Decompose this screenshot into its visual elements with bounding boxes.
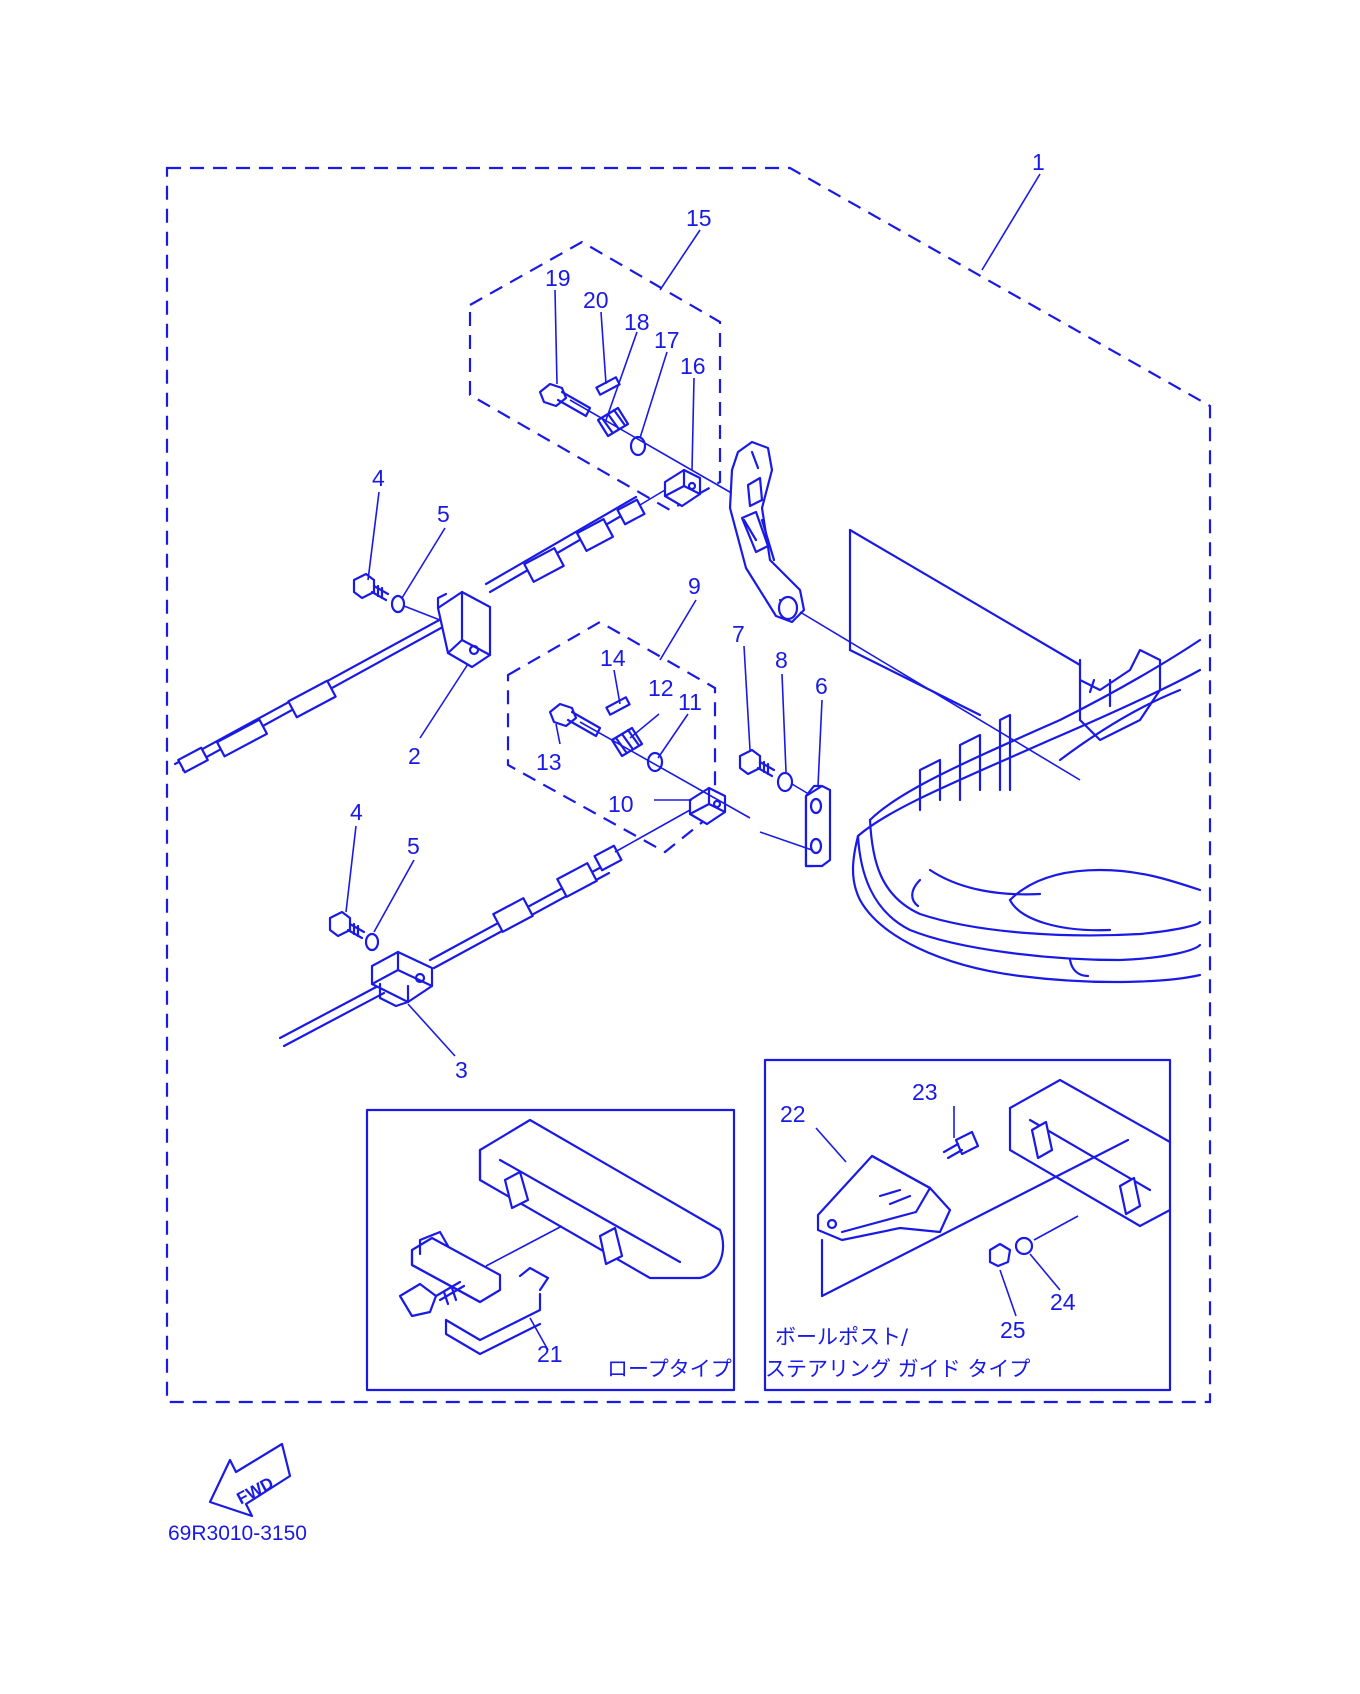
rope-type-caption: ロープタイプ (607, 1357, 732, 1381)
clip-16 (663, 468, 702, 508)
callout-4-upper: 4 (372, 465, 385, 491)
steering-arm (728, 440, 806, 624)
leader-lines (345, 173, 1041, 1057)
ball-post-caption-line2: ステアリング ガイド タイプ (765, 1357, 1030, 1381)
callout-24: 24 (1050, 1289, 1076, 1315)
callout-12: 12 (648, 675, 674, 701)
callout-16: 16 (680, 353, 706, 379)
washer-5-lower (364, 932, 380, 952)
callout-3: 3 (455, 1057, 468, 1083)
callout-17: 17 (654, 327, 680, 353)
inset-rope-type (365, 1108, 736, 1392)
pin-19 (538, 382, 592, 418)
callout-19: 19 (545, 265, 571, 291)
washer-5-upper (390, 594, 406, 614)
assembly-boundary (165, 166, 1212, 1404)
part-code: 69R3010-3150 (168, 1522, 307, 1545)
callout-2: 2 (408, 743, 421, 769)
fwd-arrow-icon: FWD (208, 1442, 292, 1518)
callout-6: 6 (815, 673, 828, 699)
bolt-4-lower (328, 910, 366, 940)
callout-14: 14 (600, 645, 626, 671)
spring-18 (596, 406, 630, 438)
callout-1: 1 (1032, 149, 1045, 175)
callout-13: 13 (536, 749, 562, 775)
callout-9: 9 (688, 573, 701, 599)
callout-21: 21 (537, 1341, 563, 1367)
engine-cowling (848, 528, 1202, 984)
inset-ball-post-type (763, 1058, 1172, 1392)
callout-10: 10 (608, 791, 634, 817)
callout-22: 22 (780, 1101, 806, 1127)
clip-10 (688, 786, 727, 826)
bolt-7 (738, 748, 776, 778)
ball-post-caption-line1: ボールポスト/ (775, 1325, 909, 1349)
rope-type-drawing (398, 1118, 725, 1356)
callout-8: 8 (775, 647, 788, 673)
bracket-2 (436, 590, 492, 669)
lower-cable (278, 809, 691, 1048)
callout-5-lower: 5 (407, 833, 420, 859)
callout-25: 25 (1000, 1317, 1026, 1343)
washer-8 (776, 771, 794, 793)
callout-5-upper: 5 (437, 501, 450, 527)
bracket-3 (370, 950, 434, 1008)
callout-4-lower: 4 (350, 799, 363, 825)
subassembly-15-boundary (468, 240, 722, 512)
callout-20: 20 (583, 287, 609, 313)
link-6 (804, 784, 832, 868)
pin-14 (605, 696, 631, 716)
callout-23: 23 (912, 1079, 938, 1105)
bolt-4-upper (352, 572, 390, 602)
ball-post-drawing (815, 1078, 1172, 1317)
callout-15: 15 (686, 205, 712, 231)
callout-18: 18 (624, 309, 650, 335)
callout-11: 11 (678, 689, 702, 715)
subassembly-9-boundary (506, 620, 717, 854)
upper-cable (173, 489, 666, 774)
callout-7: 7 (732, 621, 745, 647)
callout-labels: 1 2 3 4 4 5 5 6 7 8 9 10 11 12 13 14 15 … (350, 149, 1076, 1367)
